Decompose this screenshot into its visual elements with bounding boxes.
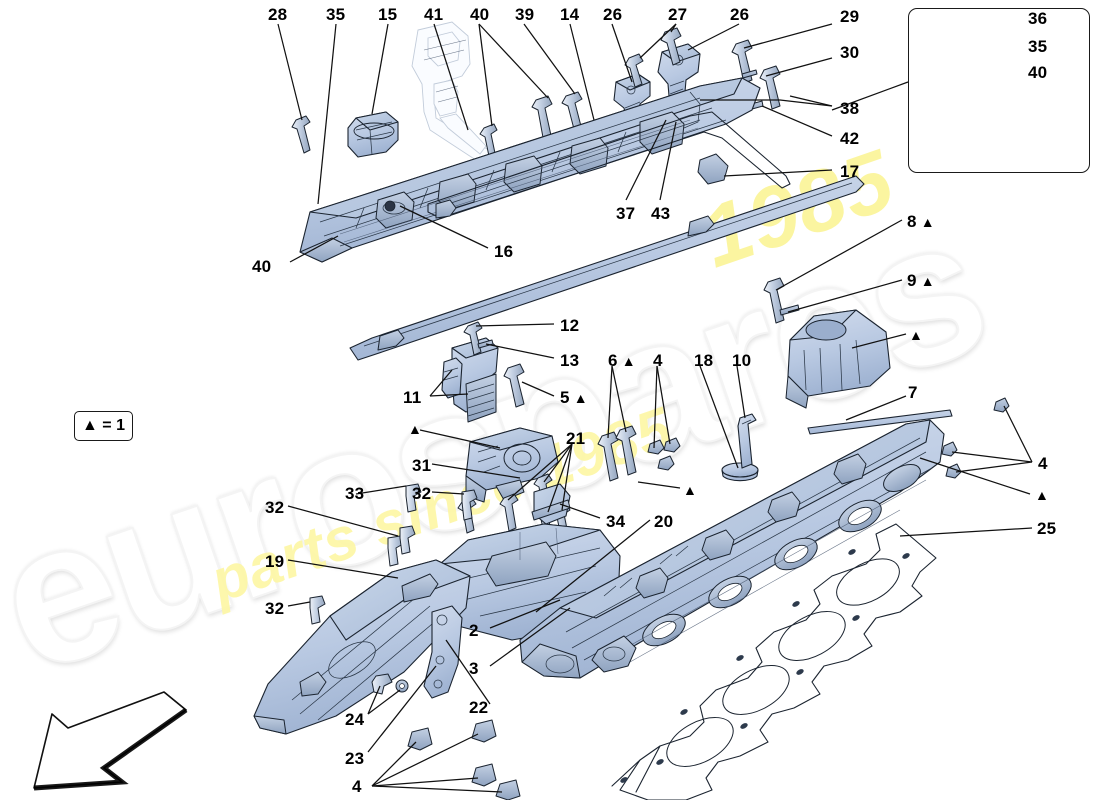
callout-43[interactable]: 43 — [651, 204, 671, 223]
callout-4a[interactable]: 4 — [653, 351, 663, 370]
callout-23[interactable]: 23 — [345, 749, 365, 768]
triangle-marker-phaser: ▲ — [408, 421, 422, 437]
callout-19[interactable]: 19 — [265, 552, 285, 571]
callout-29[interactable]: 29 — [840, 7, 860, 26]
part-15-oil-filler-cap — [347, 111, 399, 158]
part-12-13-5-fasteners — [463, 321, 525, 408]
callout-24[interactable]: 24 — [345, 710, 365, 729]
callout-33[interactable]: 33 — [345, 484, 365, 503]
parts-6-4-studs — [597, 425, 681, 482]
callout-36[interactable]: 36 — [1028, 9, 1048, 28]
part-31-cam-phaser — [465, 427, 559, 503]
callout-15[interactable]: 15 — [378, 5, 398, 24]
part-19-heat-shield-left — [253, 559, 471, 735]
callout-21[interactable]: 21 — [566, 429, 586, 448]
callout-18[interactable]: 18 — [694, 351, 714, 370]
orientation-arrow — [33, 691, 188, 791]
triangle-marker-clip: ▲ — [683, 482, 697, 498]
callout-9[interactable]: 9 — [907, 272, 935, 289]
part-10-dowel-pin — [737, 413, 757, 469]
callout-32b[interactable]: 32 — [265, 498, 285, 517]
ghost-ignition-coil-assembly — [411, 21, 497, 169]
part-12-rail — [349, 175, 865, 361]
callout-32c[interactable]: 32 — [265, 599, 285, 618]
triangle-marker-head: ▲ — [1035, 487, 1049, 503]
callout-20[interactable]: 20 — [654, 512, 674, 531]
callout-40c[interactable]: 40 — [252, 257, 272, 276]
callout-14[interactable]: 14 — [560, 5, 580, 24]
callout-26b[interactable]: 26 — [730, 5, 750, 24]
callout-4b[interactable]: 4 — [1038, 454, 1048, 473]
callout-2[interactable]: 2 — [469, 621, 479, 640]
callout-34[interactable]: 34 — [606, 512, 626, 531]
part-18-plug — [721, 462, 759, 482]
part-17-cover-gasket — [427, 111, 791, 219]
triangle-marker-flange: ▲ — [909, 327, 923, 343]
part-22-bracket — [423, 605, 463, 699]
callout-25[interactable]: 25 — [1037, 519, 1057, 538]
callout-32a[interactable]: 32 — [412, 484, 432, 503]
callout-4c[interactable]: 4 — [352, 777, 362, 796]
callout-38[interactable]: 38 — [840, 99, 860, 118]
leader-lines — [277, 19, 1033, 793]
callout-8[interactable]: 8 — [907, 213, 935, 230]
callout-10[interactable]: 10 — [732, 351, 752, 370]
parts-8-9-fasteners — [763, 277, 800, 324]
legend-triangle-equals-one: ▲ = 1 — [74, 411, 133, 441]
parts-4-bushings-bottom — [407, 719, 521, 800]
callout-22[interactable]: 22 — [469, 698, 489, 717]
callout-17[interactable]: 17 — [840, 162, 860, 181]
callout-41[interactable]: 41 — [424, 5, 444, 24]
callout-11[interactable]: 11 — [403, 388, 422, 407]
callout-37[interactable]: 37 — [616, 204, 636, 223]
part-7-pin — [807, 409, 953, 435]
callout-26a[interactable]: 26 — [603, 5, 623, 24]
callout-5[interactable]: 5 — [560, 389, 588, 406]
part-24-screw-washer — [371, 673, 409, 695]
part-20-cylinder-head — [519, 419, 945, 679]
callout-35a[interactable]: 35 — [326, 5, 346, 24]
callout-3[interactable]: 3 — [469, 659, 479, 678]
callout-40b[interactable]: 40 — [1028, 63, 1048, 82]
detail-inset-box — [908, 8, 1090, 173]
callout-13[interactable]: 13 — [560, 351, 580, 370]
callout-39[interactable]: 39 — [515, 5, 535, 24]
callout-30[interactable]: 30 — [840, 43, 860, 62]
part-25-head-gasket — [611, 523, 937, 800]
callout-27[interactable]: 27 — [668, 5, 688, 24]
legend-text: ▲ = 1 — [82, 417, 125, 434]
callout-16[interactable]: 16 — [494, 242, 514, 261]
callout-40a[interactable]: 40 — [470, 5, 490, 24]
callout-28[interactable]: 28 — [268, 5, 288, 24]
part-11-variator-actuator — [441, 337, 499, 423]
callout-7[interactable]: 7 — [908, 383, 918, 402]
part-intake-flange — [785, 309, 891, 409]
parts-32-33-bolts — [309, 483, 478, 625]
callout-12[interactable]: 12 — [560, 316, 580, 335]
callout-35b[interactable]: 35 — [1028, 37, 1048, 56]
callout-42[interactable]: 42 — [840, 129, 860, 148]
callout-31[interactable]: 31 — [412, 456, 432, 475]
callout-6[interactable]: 6 — [608, 352, 636, 369]
